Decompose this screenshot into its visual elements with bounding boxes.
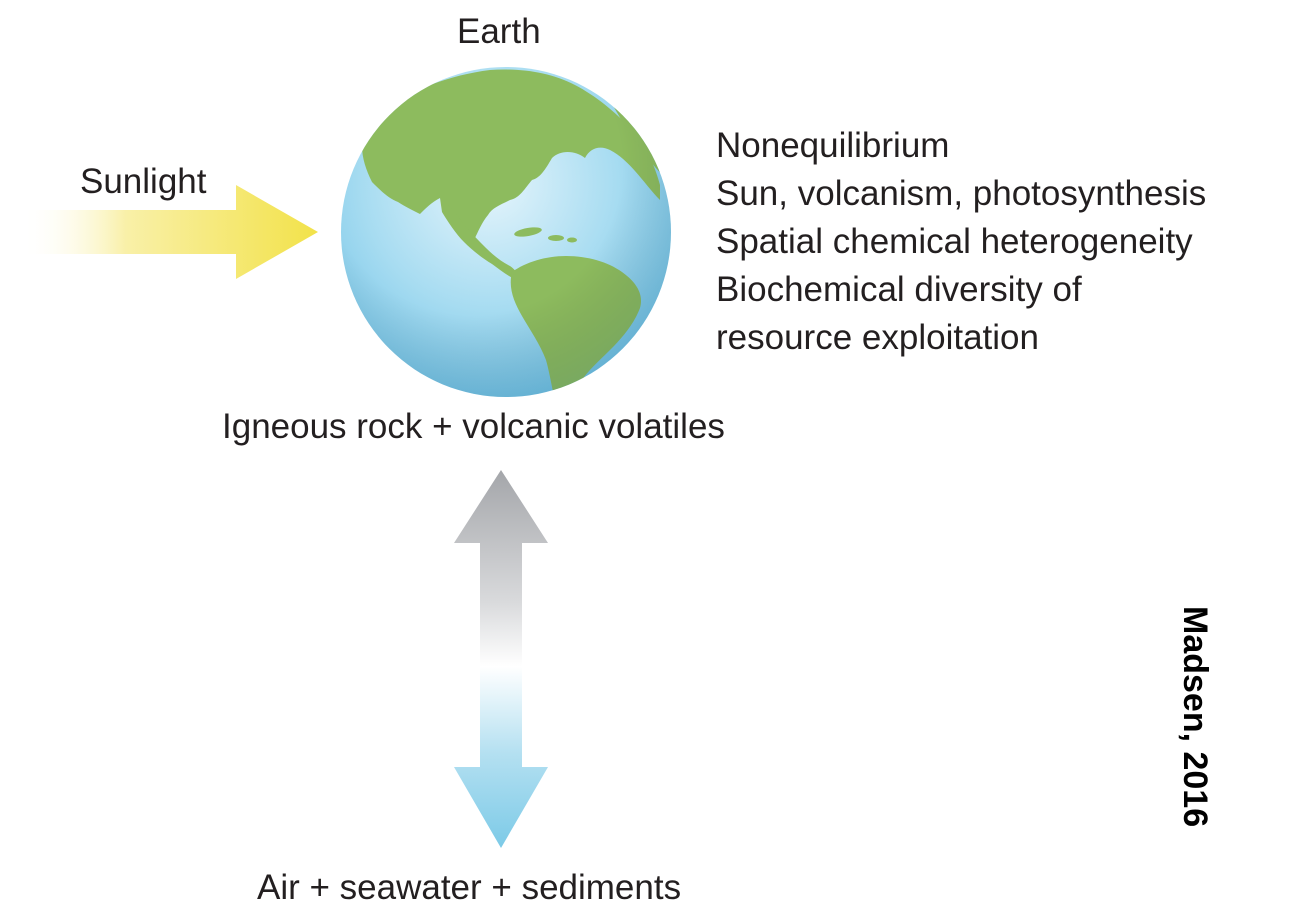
sunlight-arrow: [22, 185, 318, 279]
igneous-rock-label: Igneous rock + volcanic volatiles: [222, 407, 725, 446]
earth-globe: [341, 67, 671, 397]
property-item: resource exploitation: [716, 318, 1039, 357]
sunlight-label: Sunlight: [80, 162, 207, 201]
air-seawater-sediments-label: Air + seawater + sediments: [257, 868, 682, 907]
earth-label: Earth: [457, 12, 541, 51]
source-credit: Madsen, 2016: [1176, 606, 1214, 828]
exchange-double-arrow: [454, 470, 548, 848]
property-item: Spatial chemical heterogeneity: [716, 222, 1193, 261]
property-item: Sun, volcanism, photosynthesis: [716, 174, 1207, 213]
property-item: Nonequilibrium: [716, 126, 950, 165]
property-item: Biochemical diversity of: [716, 270, 1082, 309]
earth-properties-list: Nonequilibrium Sun, volcanism, photosynt…: [716, 122, 1206, 362]
